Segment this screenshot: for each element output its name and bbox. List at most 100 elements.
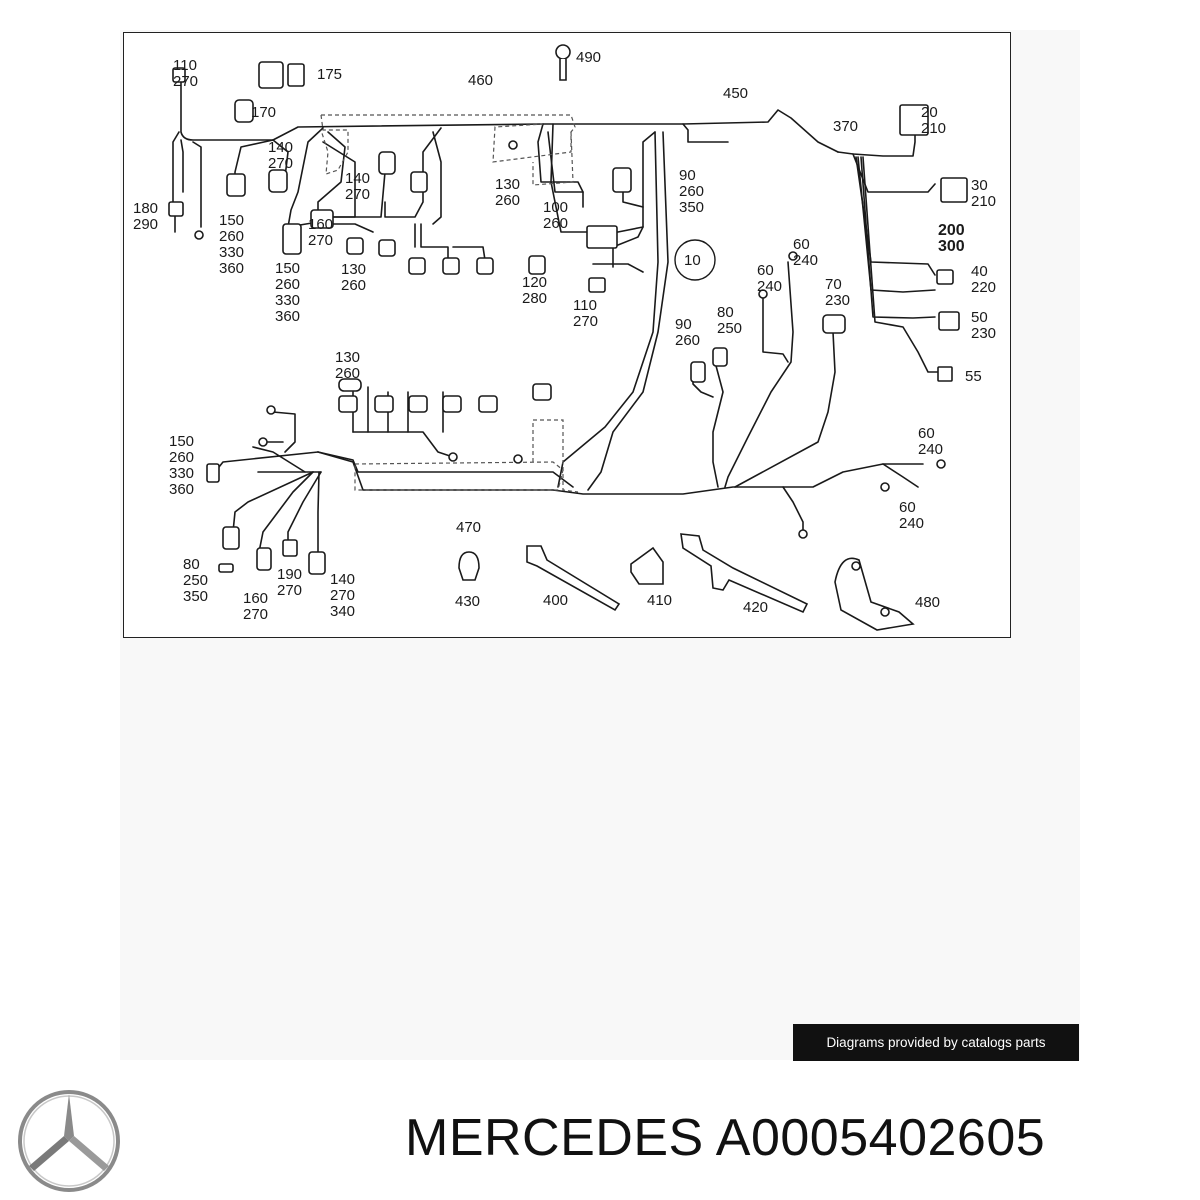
connector-170 xyxy=(234,99,254,123)
ring-terminal-e xyxy=(194,230,204,240)
connectors xyxy=(168,44,968,575)
connector-190 xyxy=(282,539,298,557)
callout-label-175: 175 xyxy=(317,66,342,83)
ring-terminal-60b xyxy=(758,289,768,299)
page-title: MERCEDES A0005402605 xyxy=(405,1109,1046,1167)
callout-label-80b: 80 xyxy=(183,556,200,573)
callout-label-420: 420 xyxy=(743,599,768,616)
connector-130 xyxy=(410,171,428,193)
wiring-diagram: 4901102701751704604503702021014027014027… xyxy=(133,44,996,631)
callout-label-110a: 270 xyxy=(173,73,198,90)
watermark-badge: Diagrams provided by catalogs parts xyxy=(793,1024,1079,1061)
callout-label-160b: 270 xyxy=(243,606,268,623)
connector-90 xyxy=(612,167,632,193)
callout-label-80a: 80 xyxy=(717,304,734,321)
callout-label-40: 220 xyxy=(971,279,996,296)
connector-110b xyxy=(588,277,606,293)
callout-label-180: 290 xyxy=(133,216,158,233)
callout-label-140b: 270 xyxy=(345,186,370,203)
ring-terminal-b xyxy=(258,437,268,447)
callout-label-60d: 240 xyxy=(899,515,924,532)
callout-label-80a: 250 xyxy=(717,320,742,337)
ring-terminal-a xyxy=(266,405,276,415)
callout-label-110a: 110 xyxy=(173,57,197,74)
clip-430-icon xyxy=(458,551,480,581)
callout-label-190: 270 xyxy=(277,582,302,599)
connector-40 xyxy=(936,269,954,285)
connector-20 xyxy=(899,104,929,136)
callout-label-470: 470 xyxy=(456,519,481,536)
callout-label-410: 410 xyxy=(647,592,672,609)
ring-terminal-60d xyxy=(880,482,890,492)
connector-90b xyxy=(690,361,706,383)
connector-175b xyxy=(287,63,305,87)
callout-label-30: 210 xyxy=(971,193,996,210)
callout-label-150b: 330 xyxy=(275,292,300,309)
connector-30 xyxy=(940,177,968,203)
connector-150b xyxy=(282,223,302,255)
callout-label-150a: 260 xyxy=(219,228,244,245)
callout-label-150a: 360 xyxy=(219,260,244,277)
callout-label-170: 170 xyxy=(251,104,276,121)
socket-row-upper xyxy=(346,237,494,275)
callout-label-110b: 270 xyxy=(573,313,598,330)
callout-label-100: 260 xyxy=(543,215,568,232)
callout-label-90b: 90 xyxy=(675,316,692,333)
callout-label-10: 10 xyxy=(684,252,701,269)
connector-80c xyxy=(218,563,234,573)
callout-label-100: 100 xyxy=(543,199,568,216)
bracket-hole-460 xyxy=(508,140,518,150)
callout-label-150b: 150 xyxy=(275,260,300,277)
callout-label-180: 180 xyxy=(133,200,158,217)
callout-label-450: 450 xyxy=(723,85,748,102)
connector-160 xyxy=(310,209,334,229)
callout-label-400: 400 xyxy=(543,592,568,609)
connector-130c xyxy=(338,378,362,392)
callout-label-150a: 150 xyxy=(219,212,244,229)
connector-120 xyxy=(528,255,546,275)
ring-terminal-d xyxy=(798,529,808,539)
diagram-frame xyxy=(123,32,1011,638)
bracket-480-icon xyxy=(834,557,915,631)
callout-label-140c: 340 xyxy=(330,603,355,620)
callout-label-50: 230 xyxy=(971,325,996,342)
callout-label-60b: 240 xyxy=(757,278,782,295)
connector-140a xyxy=(268,169,288,193)
callout-label-20: 20 xyxy=(921,104,938,121)
callout-label-150a: 330 xyxy=(219,244,244,261)
callout-label-150c: 150 xyxy=(169,433,194,450)
callout-label-120: 120 xyxy=(522,274,547,291)
callout-label-130c: 130 xyxy=(335,349,360,366)
bracket-hole-470 xyxy=(513,454,523,464)
callout-label-190: 190 xyxy=(277,566,302,583)
callout-label-60c: 240 xyxy=(918,441,943,458)
harness-wires xyxy=(172,76,939,558)
callout-label-40: 40 xyxy=(971,263,988,280)
connector-100 xyxy=(586,225,618,249)
bolt-490-shaft xyxy=(559,59,567,81)
callout-label-90b: 260 xyxy=(675,332,700,349)
bolt-490 xyxy=(555,44,571,60)
connector-150 xyxy=(226,173,246,197)
callout-label-130b: 130 xyxy=(341,261,366,278)
callout-label-120: 280 xyxy=(522,290,547,307)
callout-label-430: 430 xyxy=(455,593,480,610)
callout-label-150b: 260 xyxy=(275,276,300,293)
callout-label-90a: 260 xyxy=(679,183,704,200)
callout-label-200: 200 xyxy=(938,222,965,239)
cable-tie-400-icon xyxy=(526,545,621,612)
callout-label-30: 30 xyxy=(971,177,988,194)
mercedes-star-icon xyxy=(18,1090,120,1192)
connector-140b xyxy=(378,151,396,175)
connector-80a xyxy=(712,347,728,367)
callout-label-90a: 90 xyxy=(679,167,696,184)
cable-tie-420-icon xyxy=(680,533,809,614)
connector-160b xyxy=(256,547,272,571)
connector-70 xyxy=(822,314,846,334)
callout-label-460: 460 xyxy=(468,72,493,89)
clip-410-icon xyxy=(630,546,664,585)
callout-label-150c: 360 xyxy=(169,481,194,498)
callout-label-20: 210 xyxy=(921,120,946,137)
harness-brackets xyxy=(320,114,579,493)
callout-label-140a: 140 xyxy=(268,139,293,156)
